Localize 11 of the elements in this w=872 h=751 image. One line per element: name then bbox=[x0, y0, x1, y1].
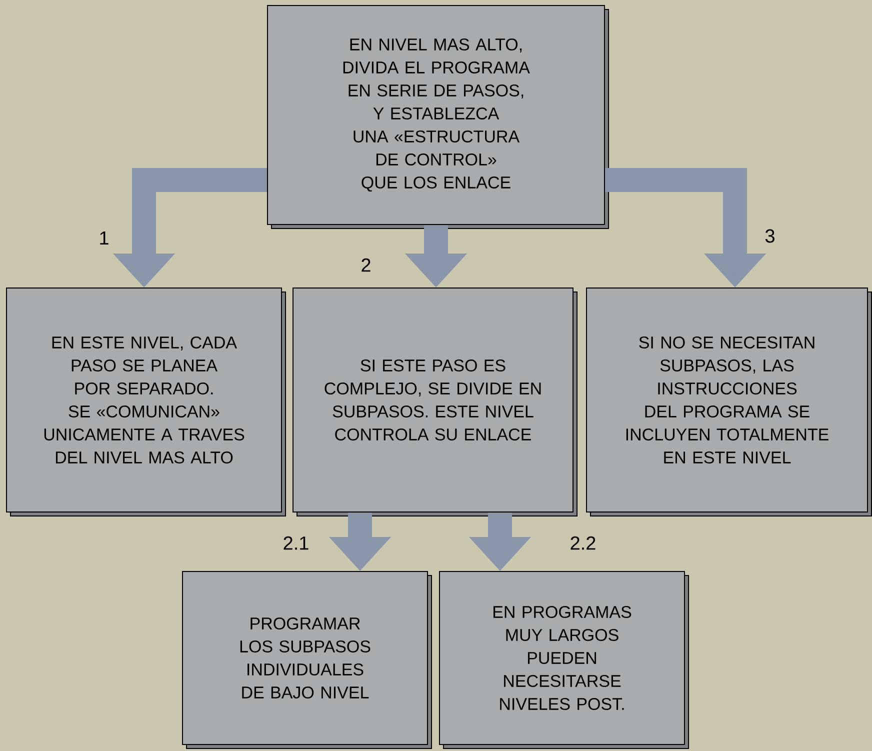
edge-label: 2 bbox=[360, 257, 372, 273]
text-box: SI NO SE NECESITAN SUBPASOS, LAS INSTRUCCIONES DEL PROGRAMA SE INCLUYEN TOTALMENTE EN ESTE NIVEL bbox=[586, 288, 872, 516]
text-box: EN NIVEL MAS ALTO, DIVIDA EL PROGRAMA EN SERIE DE PASOS, Y ESTABLEZCA UNA «ESTRUCTURA DE CONTROL» QUE LOS ENLACE bbox=[267, 5, 609, 229]
text-box: PROGRAMAR LOS SUBPASOS INDIVIDUALES DE BAJO NIVEL bbox=[182, 571, 432, 749]
edge-label: 2.2 bbox=[568, 535, 598, 551]
text-box: EN ESTE NIVEL, CADA PASO SE PLANEA POR SEPARADO. SE «COMUNICAN» UNICAMENTE A TRAVES DEL NIVEL MAS ALTO bbox=[6, 288, 286, 516]
edge-label: 3 bbox=[764, 228, 776, 244]
edge-label: 2.1 bbox=[282, 535, 310, 551]
text-box: EN PROGRAMAS MUY LARGOS PUEDEN NECESITARSE NIVELES POST. bbox=[439, 571, 689, 749]
edge-label: 1 bbox=[98, 230, 110, 246]
text-box: SI ESTE PASO ES COMPLEJO, SE DIVIDE EN SUBPASOS. ESTE NIVEL CONTROLA SU ENLACE bbox=[292, 288, 578, 516]
